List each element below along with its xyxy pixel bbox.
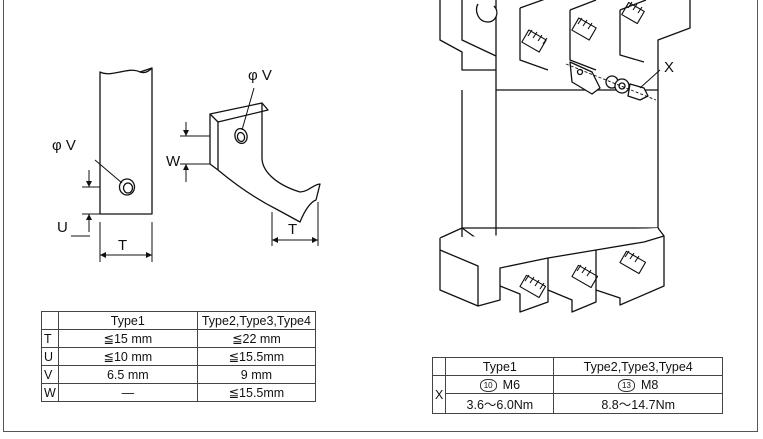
tightening-torque-table: Type1 Type2,Type3,Type4 X 10 M6 13 M8 3.6～… [431, 357, 723, 414]
cell-type234: ≦22 mm [196, 329, 317, 348]
table-row: X 10 M6 13 M8 [431, 375, 723, 414]
flat-busbar [71, 67, 153, 262]
header-type1: Type1 [57, 311, 198, 330]
cell-type1: — [57, 383, 198, 402]
header-blank [431, 357, 447, 376]
cell-type1: ≦10 mm [57, 347, 198, 366]
row-key: U [41, 347, 59, 366]
cell-type234: ≦15.5mm [196, 383, 317, 402]
table-row: 3.6～6.0Nm 8.8～14.7Nm [433, 393, 723, 414]
table-row: W — ≦15.5mm [41, 383, 317, 402]
header-type1: Type1 [445, 357, 555, 376]
busbar-dimension-table: Type1 Type2,Type3,Type4 T ≦15 mm ≦22 mm … [41, 311, 317, 402]
label-t-angle: T [288, 221, 297, 238]
header-blank [41, 311, 59, 330]
figure-frame [3, 0, 758, 432]
header-type234: Type2,Type3,Type4 [553, 357, 723, 376]
angle-busbar [180, 87, 321, 246]
row-key: T [41, 329, 59, 348]
cell-torque-type234: 8.8～14.7Nm [553, 393, 723, 414]
bolt-size: M6 [502, 377, 521, 392]
wrench-size-badge: 13 [618, 378, 635, 392]
row-key: X [431, 375, 447, 414]
table-header-row: Type1 Type2,Type3,Type4 [431, 357, 723, 376]
header-type234: Type2,Type3,Type4 [196, 311, 317, 330]
table-header-row: Type1 Type2,Type3,Type4 [41, 311, 317, 330]
table-row: T ≦15 mm ≦22 mm [41, 329, 317, 348]
label-phi-v-flat: φ V [52, 137, 76, 154]
bolt-size: M8 [641, 377, 659, 392]
label-phi-v-angle: φ V [248, 67, 272, 84]
cell-type1: 6.5 mm [57, 365, 198, 384]
breaker-body [439, 0, 691, 313]
label-t-flat: T [118, 237, 127, 254]
row-key: V [41, 365, 59, 384]
cell-type234: ≦15.5mm [196, 347, 317, 366]
bolt-hole [118, 178, 136, 196]
row-key: W [41, 383, 59, 402]
table-row: U ≦10 mm ≦15.5mm [41, 347, 317, 366]
cell-type1: ≦15 mm [57, 329, 198, 348]
label-w: W [166, 153, 181, 170]
cell-bolt-type1: 10 M6 [445, 375, 555, 394]
label-u: U [57, 219, 68, 236]
cell-torque-type1: 3.6～6.0Nm [445, 393, 555, 414]
wrench-size-badge: 10 [479, 378, 497, 392]
table-row: V 6.5 mm 9 mm [41, 365, 317, 384]
cell-bolt-type234: 13 M8 [553, 375, 723, 394]
label-x: X [664, 59, 674, 76]
cell-type234: 9 mm [196, 365, 317, 384]
